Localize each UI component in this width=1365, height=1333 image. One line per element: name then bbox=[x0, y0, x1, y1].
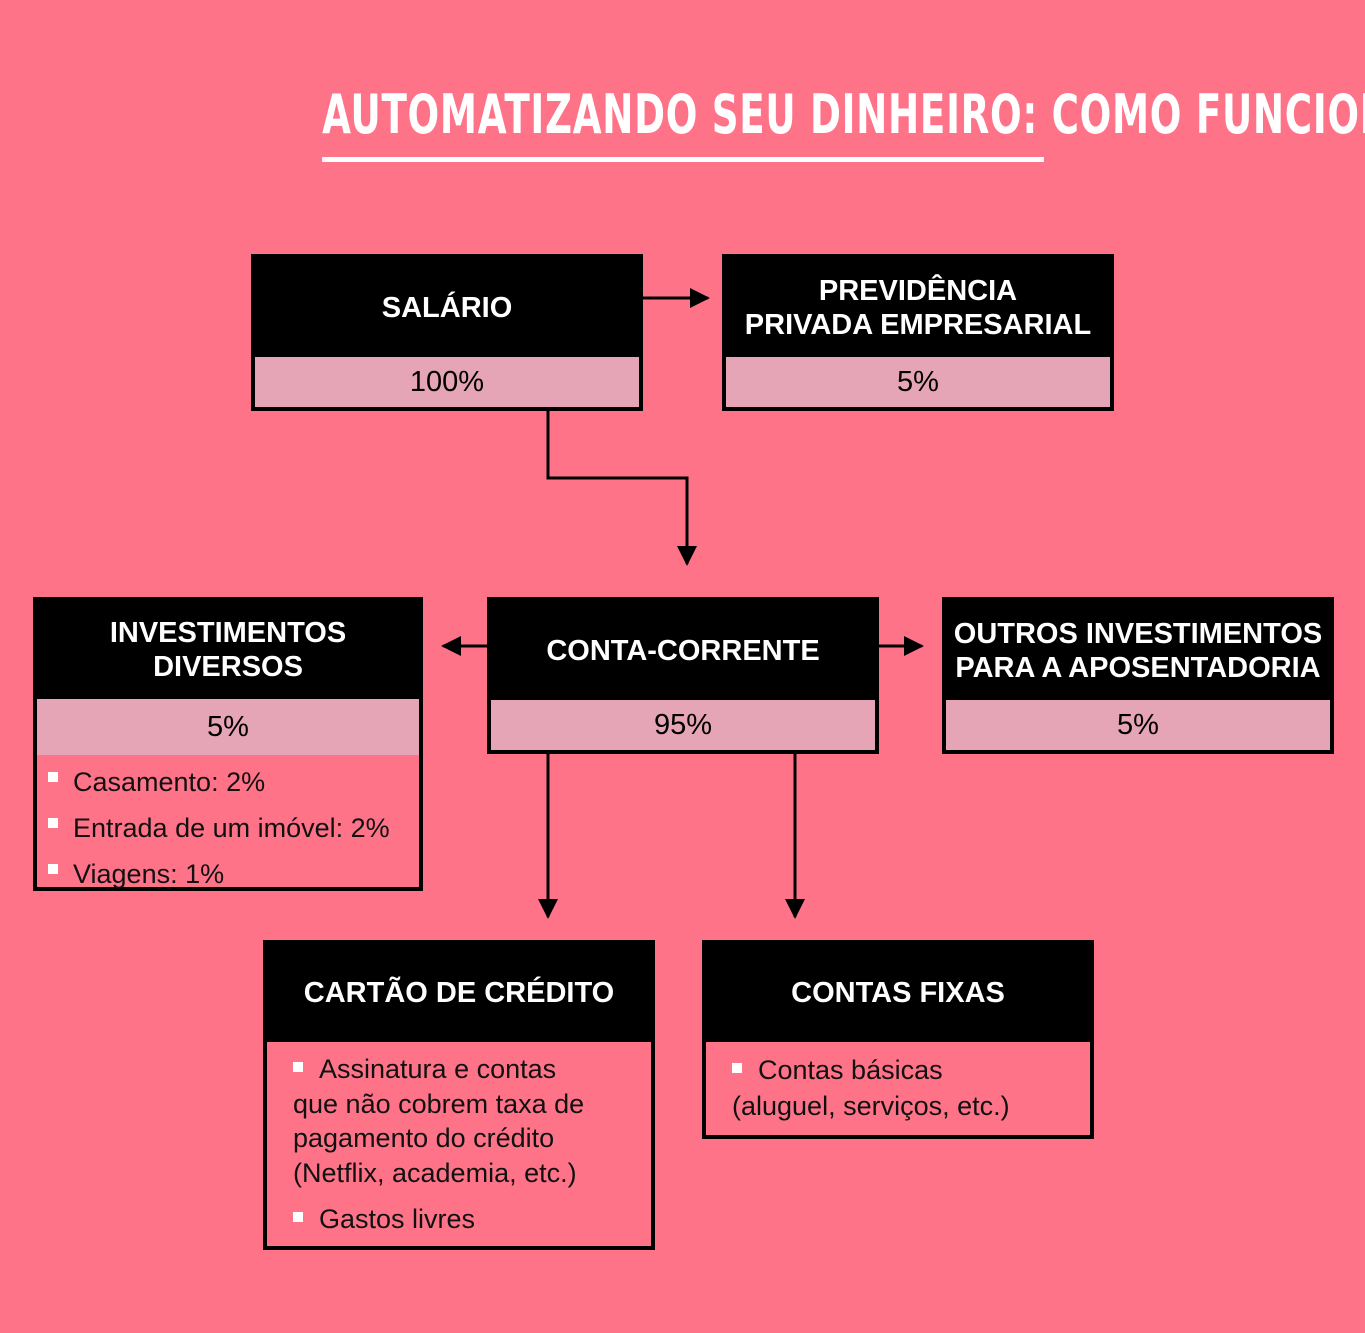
node-cartao-items: Assinatura e contas que não cobrem taxa … bbox=[267, 1042, 651, 1237]
node-outros-title: OUTROS INVESTIMENTOS PARA A APOSENTADORI… bbox=[946, 601, 1330, 700]
arrowhead-left-investimentos bbox=[441, 636, 461, 656]
node-investimentos: INVESTIMENTOS DIVERSOS 5% Casamento: 2% … bbox=[33, 597, 423, 891]
list-item-text: Gastos livres bbox=[319, 1204, 476, 1234]
list-item-text: Assinatura e contas bbox=[319, 1054, 557, 1084]
node-previdencia-title: PREVIDÊNCIA PRIVADA EMPRESARIAL bbox=[726, 258, 1110, 357]
node-salario-title: SALÁRIO bbox=[255, 258, 639, 357]
node-previdencia-title-line: PRIVADA EMPRESARIAL bbox=[744, 308, 1092, 341]
arrowhead-right-outros bbox=[904, 636, 924, 656]
node-previdencia-percent: 5% bbox=[726, 357, 1110, 407]
arrowhead-down-contas-fixas bbox=[785, 899, 805, 919]
list-item: Contas básicas (aluguel, serviços, etc.) bbox=[732, 1052, 1070, 1124]
node-conta-corrente-title-line: CONTA-CORRENTE bbox=[546, 634, 820, 667]
list-item: Viagens: 1% bbox=[37, 851, 419, 897]
list-item: Entrada de um imóvel: 2% bbox=[37, 805, 419, 851]
list-item-text: Casamento: 2% bbox=[73, 767, 266, 797]
list-item-line: Assinatura e contas bbox=[293, 1052, 631, 1087]
node-previdencia: PREVIDÊNCIA PRIVADA EMPRESARIAL 5% bbox=[722, 254, 1114, 411]
node-salario: SALÁRIO 100% bbox=[251, 254, 643, 411]
node-contas-fixas-items: Contas básicas (aluguel, serviços, etc.) bbox=[706, 1042, 1090, 1124]
node-investimentos-title-line: INVESTIMENTOS bbox=[109, 617, 347, 649]
list-item: Assinatura e contas que não cobrem taxa … bbox=[293, 1052, 631, 1190]
node-salario-title-line: SALÁRIO bbox=[381, 291, 513, 324]
list-item-line: pagamento do crédito bbox=[293, 1123, 555, 1153]
arrowhead-down-cartao bbox=[538, 899, 558, 919]
list-item-line: (Netflix, academia, etc.) bbox=[293, 1157, 577, 1188]
bullet-square-icon bbox=[732, 1062, 742, 1073]
list-item-text: Viagens: 1% bbox=[73, 859, 225, 889]
arrowhead-down-conta-corrente bbox=[677, 546, 697, 566]
node-contas-fixas-title-line: CONTAS FIXAS bbox=[791, 977, 1005, 1009]
list-item-line: Contas básicas bbox=[732, 1052, 1070, 1088]
node-contas-fixas: CONTAS FIXAS Contas básicas (aluguel, se… bbox=[702, 940, 1094, 1139]
node-investimentos-items: Casamento: 2% Entrada de um imóvel: 2% V… bbox=[37, 755, 419, 897]
node-outros-percent: 5% bbox=[946, 700, 1330, 750]
bullet-square-icon bbox=[293, 1061, 303, 1072]
list-item-text: Entrada de um imóvel: 2% bbox=[73, 813, 390, 843]
list-item-line: que não cobrem taxa de bbox=[293, 1088, 585, 1119]
arrow-salario-to-conta-corrente bbox=[546, 410, 689, 564]
list-item-line: (aluguel, serviços, etc.) bbox=[732, 1091, 1010, 1121]
node-cartao: CARTÃO DE CRÉDITO Assinatura e contas qu… bbox=[263, 940, 655, 1250]
node-contas-fixas-title: CONTAS FIXAS bbox=[706, 944, 1090, 1042]
list-item-text: Contas básicas bbox=[758, 1055, 943, 1085]
list-item: Gastos livres bbox=[293, 1202, 631, 1237]
node-cartao-title-line: CARTÃO DE CRÉDITO bbox=[303, 977, 615, 1009]
node-investimentos-title-line: DIVERSOS bbox=[153, 651, 303, 683]
node-outros-title-line: OUTROS INVESTIMENTOS bbox=[953, 617, 1323, 650]
node-outros-title-line: PARA A APOSENTADORIA bbox=[955, 651, 1321, 684]
node-outros: OUTROS INVESTIMENTOS PARA A APOSENTADORI… bbox=[942, 597, 1334, 754]
node-salario-percent: 100% bbox=[255, 357, 639, 407]
node-conta-corrente: CONTA-CORRENTE 95% bbox=[487, 597, 879, 754]
node-investimentos-percent: 5% bbox=[37, 699, 419, 755]
node-cartao-title: CARTÃO DE CRÉDITO bbox=[267, 944, 651, 1042]
bullet-square-icon bbox=[293, 1211, 303, 1222]
arrowhead-right-previdencia bbox=[690, 288, 710, 308]
node-investimentos-title: INVESTIMENTOS DIVERSOS bbox=[37, 601, 419, 699]
node-conta-corrente-title: CONTA-CORRENTE bbox=[491, 601, 875, 700]
node-conta-corrente-percent: 95% bbox=[491, 700, 875, 750]
list-item-line: Gastos livres bbox=[293, 1202, 631, 1237]
node-previdencia-title-line: PREVIDÊNCIA bbox=[818, 274, 1018, 307]
list-item: Casamento: 2% bbox=[37, 759, 419, 805]
